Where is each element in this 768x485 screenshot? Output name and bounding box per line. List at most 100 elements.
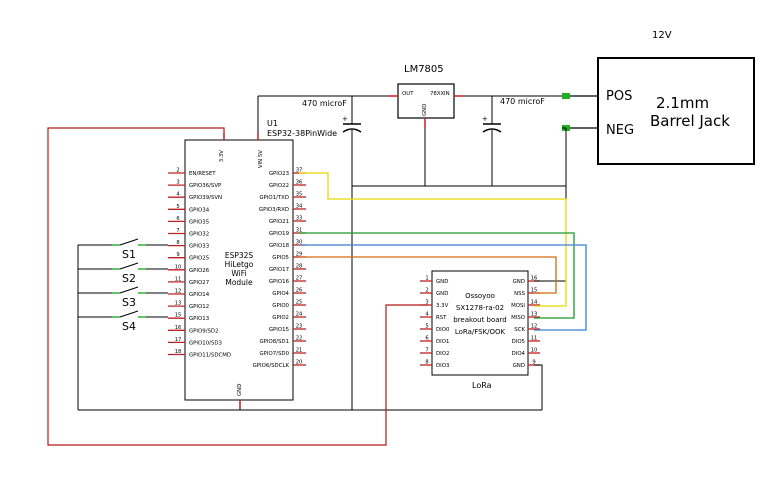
- esp32-left-pin-name: GPIO13: [189, 316, 209, 322]
- regulator-in-label: IN: [444, 91, 450, 97]
- esp32-3v3-pin-label: 3.3V: [219, 150, 225, 163]
- esp32-left-pin-name: GPIO9/SD2: [189, 328, 219, 334]
- lora-right-pin-name: DIO5: [512, 339, 525, 345]
- capacitor-right: +: [482, 96, 502, 186]
- switch-lever: [119, 310, 139, 318]
- switch-lever: [119, 238, 139, 246]
- lora-left-pin-name: GND: [436, 279, 448, 285]
- esp32-right-pin-name: GPIO15: [269, 327, 289, 333]
- esp32-left-pin-number: 3: [176, 180, 179, 186]
- esp32-right-pin-name: GPIO21: [269, 219, 289, 225]
- lora-left-pin-name: DIO0: [436, 327, 450, 333]
- lora-left-pin-name: RST: [436, 315, 447, 321]
- power-3v3-wire: [47, 127, 428, 446]
- esp32-left-pin-name: GPIO36/SVP: [189, 183, 222, 189]
- lora-body-line4: LoRa/FSK/OOK: [455, 328, 506, 336]
- esp32-left-pin-name: GPIO10/SD3: [189, 340, 222, 346]
- lora-left-pin-number: 5: [425, 324, 428, 330]
- esp32-left-pin-number: 8: [176, 240, 179, 246]
- lora-body: [431, 270, 529, 376]
- gpio5-wire: [299, 256, 557, 294]
- regulator-name: LM7805: [404, 64, 444, 75]
- esp32-left-pin-name: EN/RESET: [189, 171, 216, 177]
- esp32-right-pin-name: GPIO1/TXD: [259, 195, 289, 201]
- lora-right-pin-number: 9: [532, 360, 535, 366]
- esp32-right-pin-name: GPIO2: [272, 315, 289, 321]
- esp32-left-pin-number: 17: [175, 337, 182, 343]
- esp32-left-pin-name: GPIO26: [189, 268, 210, 274]
- lora-caption: LoRa: [472, 381, 492, 390]
- esp32-right-pin-name: GPIO17: [269, 267, 289, 273]
- esp32-right-pin-number: 27: [296, 276, 303, 282]
- cap-right-label: 470 microF: [500, 97, 545, 106]
- esp32-right-pin-name: GPIO18: [269, 243, 290, 249]
- esp32-right-pin-name: GPIO6/SDCLK: [253, 363, 290, 369]
- esp32-right-pin-name: GPIO16: [269, 279, 290, 285]
- signal-wires: [299, 172, 587, 331]
- switch-label: S3: [122, 296, 136, 309]
- lora-right-pin-name: DIO4: [512, 351, 526, 357]
- esp32-left-pin-number: 13: [175, 301, 182, 307]
- lora-left-pin-number: 6: [425, 336, 428, 342]
- supply-voltage-label: 12V: [652, 30, 672, 41]
- lora-right-pin-number: 12: [531, 324, 538, 330]
- gpio18-wire: [299, 244, 587, 331]
- lora-left-pin-name: GND: [436, 291, 448, 297]
- esp32-left-pin-number: 7: [176, 228, 179, 234]
- esp32-left-pin-name: GPIO25: [189, 256, 209, 262]
- esp32-left-pin-name: GPIO35: [189, 219, 209, 225]
- esp32-left-pin-number: 15: [175, 313, 182, 319]
- esp32-left-pin-name: GPIO27: [189, 280, 209, 286]
- lora-left-pin-name: 3.3V: [436, 303, 449, 309]
- esp32-module: U1 ESP32-38PinWide 3.3V VIN 5V GND ESP32…: [168, 119, 337, 410]
- esp32-ref: U1: [267, 119, 278, 128]
- lora-left-pin-number: 7: [425, 348, 428, 354]
- esp32-left-pin-number: 16: [175, 325, 182, 331]
- esp32-left-pin-name: GPIO12: [189, 304, 209, 310]
- esp32-right-pin-number: 35: [296, 192, 303, 198]
- barrel-jack-body: [597, 57, 755, 165]
- esp32-left-pin-number: 11: [175, 276, 182, 282]
- esp32-right-pin-name: GPIO8/SD1: [259, 339, 289, 345]
- esp32-right-pin-name: GPIO4: [272, 291, 289, 297]
- esp32-right-pin-number: 33: [296, 216, 303, 222]
- esp32-right-pin-number: 20: [296, 360, 303, 366]
- esp32-vin-pin-label: VIN 5V: [258, 150, 264, 168]
- lora-right-pin-number: 11: [531, 336, 538, 342]
- lora-body-line3: breakout board: [453, 316, 506, 324]
- esp32-right-pin-name: GPIO0: [272, 303, 289, 309]
- esp32-right-pin-number: 28: [296, 264, 303, 270]
- svg-text:+: +: [482, 115, 488, 123]
- gpio23-wire: [299, 172, 567, 307]
- lora-right-pin-name: GND: [513, 363, 525, 369]
- regulator-part: 78XX: [430, 91, 445, 97]
- lora-right-pin-name: MISO: [511, 315, 525, 321]
- esp32-right-pin-name: GPIO19: [269, 231, 290, 237]
- esp32-gnd-pin-label: GND: [237, 384, 243, 396]
- esp32-right-pin-number: 34: [296, 204, 303, 210]
- gpio19-wire: [299, 232, 575, 319]
- capacitor-left: +: [342, 96, 362, 410]
- lora-left-pin-name: DIO3: [436, 363, 449, 369]
- esp32-left-pin-name: GPIO39/SVN: [189, 195, 222, 201]
- esp32-right-pin-number: 23: [296, 324, 303, 330]
- lora-module: Ossoyoo SX1278-ra-02 breakout board LoRa…: [420, 270, 540, 390]
- regulator-gnd-label: GND: [422, 104, 428, 116]
- esp32-right-pin-number: 21: [296, 348, 303, 354]
- esp32-module-line4: Module: [225, 278, 253, 287]
- esp32-part: ESP32-38PinWide: [267, 129, 337, 138]
- regulator-body: [397, 83, 455, 119]
- esp32-right-pin-number: 31: [296, 228, 303, 234]
- lora-right-pin-name: MOSI: [511, 303, 525, 309]
- lora-left-pin-number: 1: [425, 276, 428, 282]
- lora-right-pin-name: NSS: [514, 291, 525, 297]
- barrel-jack-neg-label: NEG: [606, 123, 634, 138]
- esp32-right-pin-name: GPIO7/SD0: [259, 351, 289, 357]
- esp32-right-pin-name: GPIO23: [269, 171, 289, 177]
- esp32-right-pin-number: 29: [296, 252, 303, 258]
- lora-left-pin-number: 4: [425, 312, 429, 318]
- esp32-left-pin-name: GPIO33: [189, 244, 209, 250]
- esp32-module-line3: WiFi: [231, 269, 246, 278]
- lora-left-pin-number: 2: [425, 288, 428, 294]
- esp32-left-pin-name: GPIO14: [189, 292, 210, 298]
